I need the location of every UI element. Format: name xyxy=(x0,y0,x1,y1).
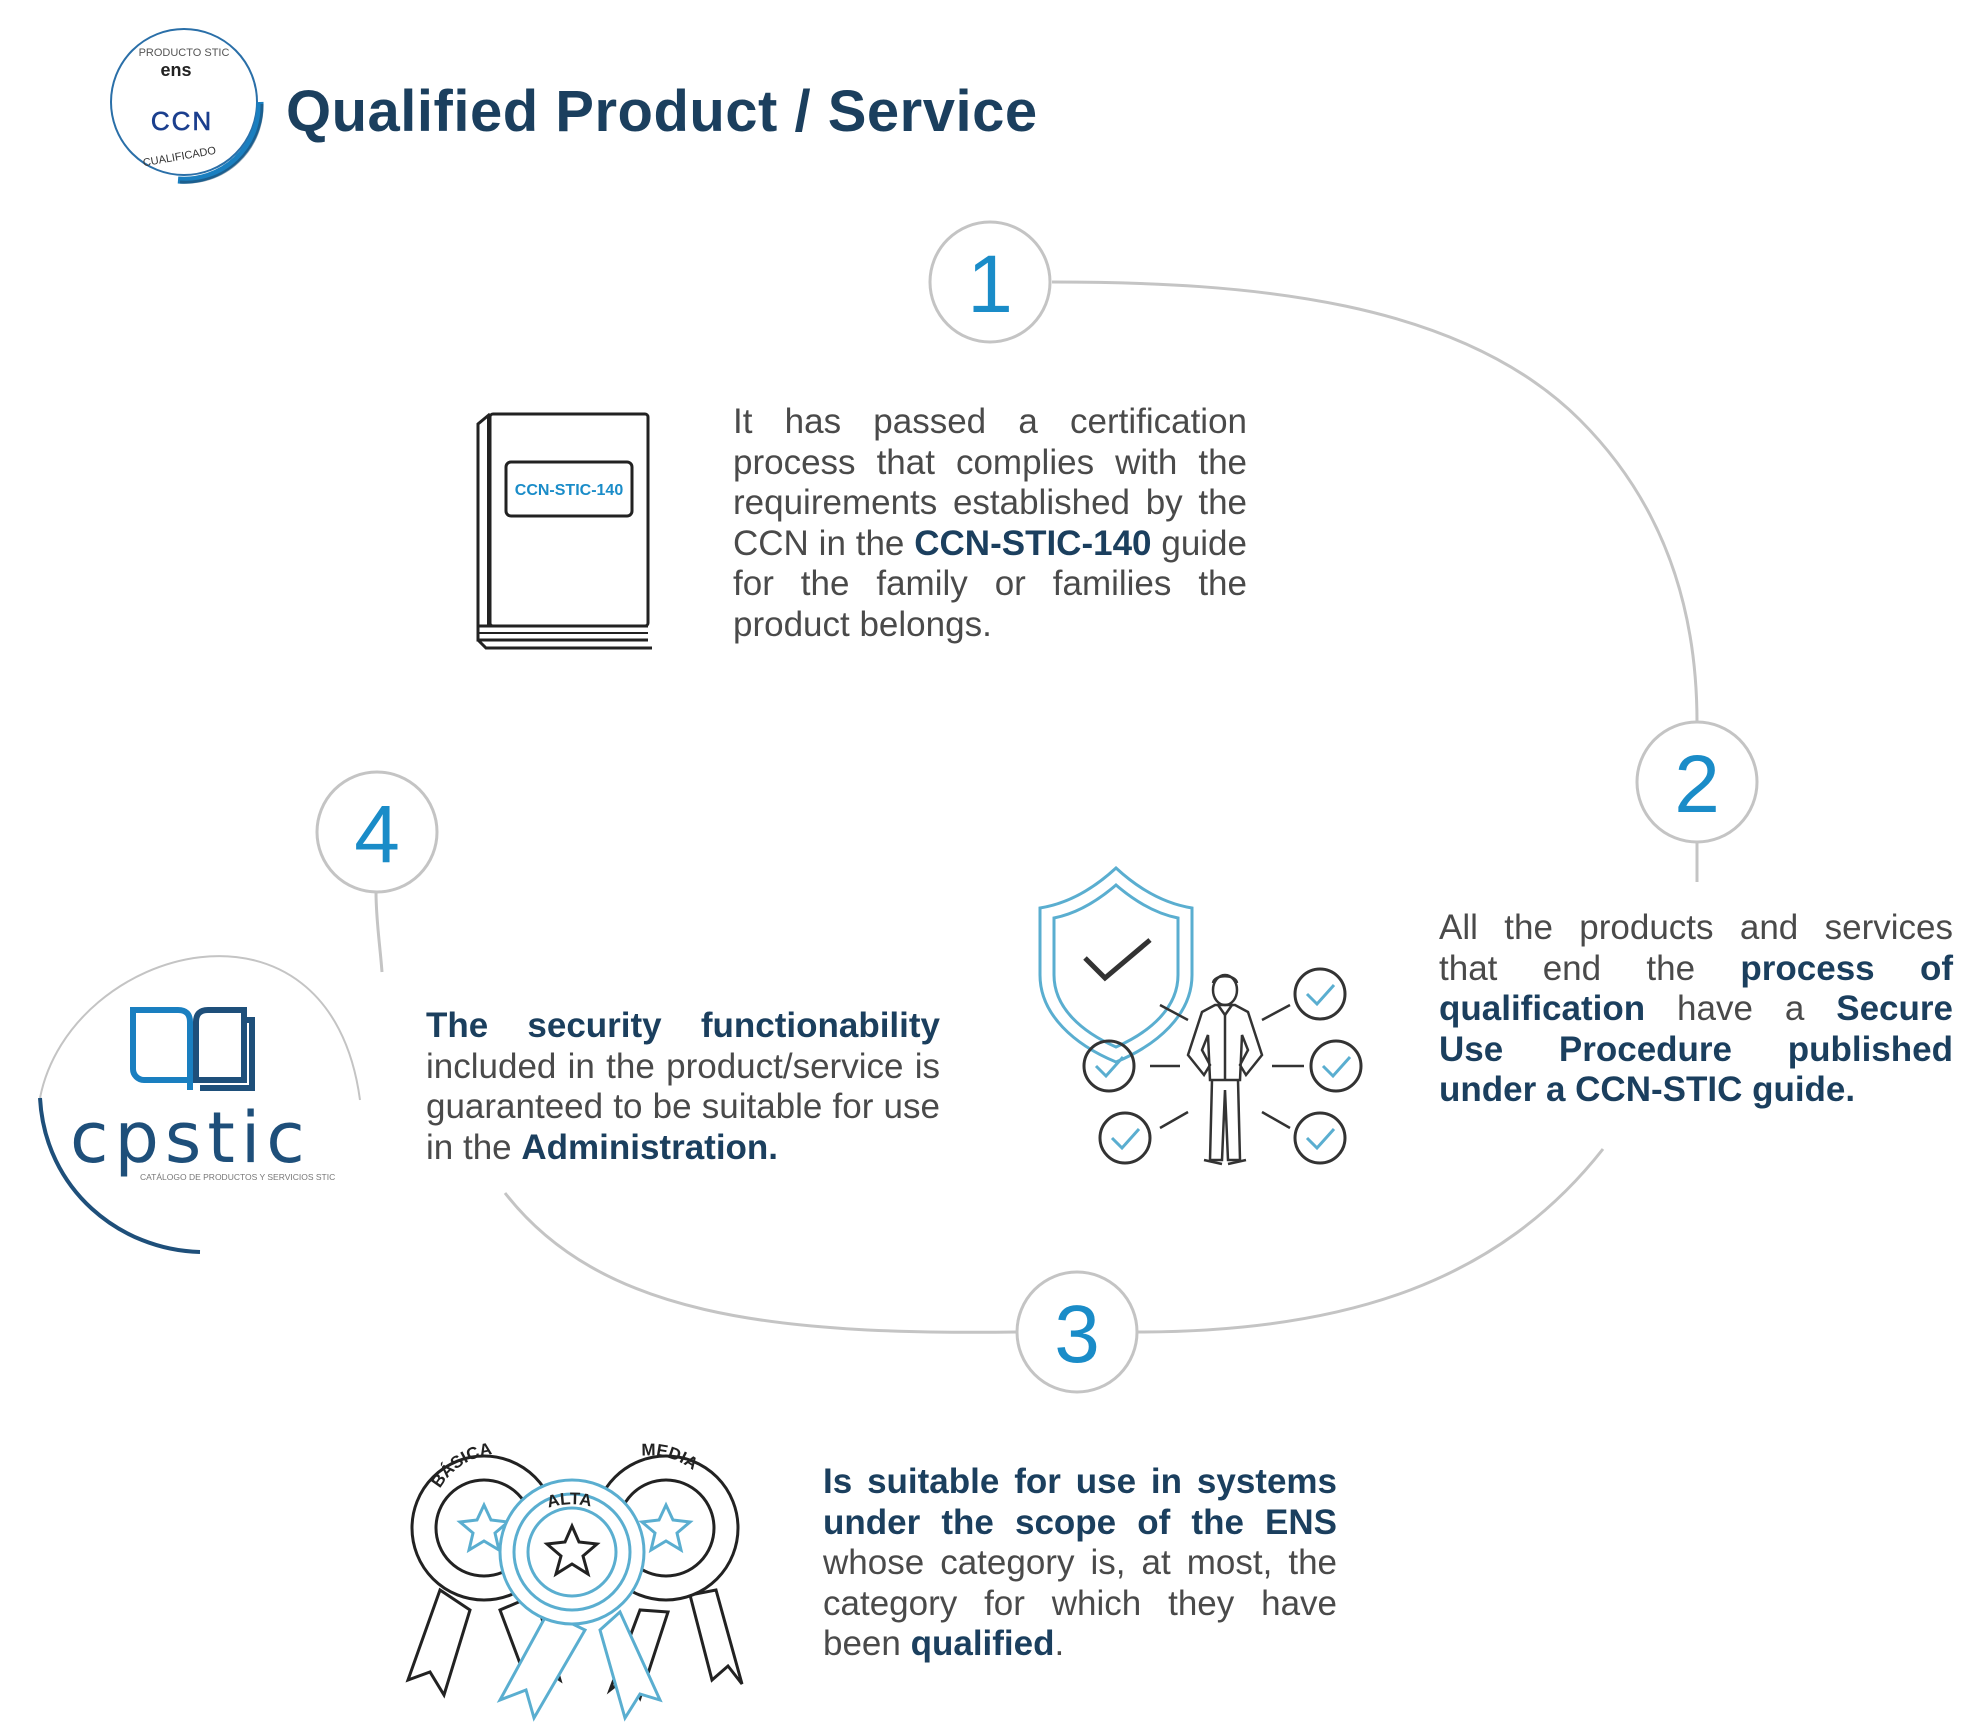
step-circle-2: 2 xyxy=(1635,720,1759,844)
step-1-text: It has passed a certification process th… xyxy=(733,402,1247,645)
badge-ccn-text: CCN xyxy=(151,106,213,136)
emphasis-text: Secure Use Procedure published under a C… xyxy=(1439,989,1953,1109)
step-number-2: 2 xyxy=(1674,739,1720,830)
connector-3-to-4 xyxy=(503,1192,1018,1334)
emphasis-text: qualified xyxy=(910,1624,1055,1663)
connector-1-to-2 xyxy=(1051,280,1699,723)
person-figure xyxy=(1186,973,1264,1166)
emphasis-text: process of qualification xyxy=(1439,948,1954,1029)
cpstic-wordmark: cpstic xyxy=(70,1097,311,1179)
body-text: All the products and services that end t… xyxy=(1439,908,1953,988)
body-text: have a xyxy=(1645,989,1837,1028)
connector-4-stub xyxy=(374,891,384,973)
shield-icon xyxy=(1038,865,1194,1064)
step-3-text: Is suitable for use in systems under the… xyxy=(823,1462,1337,1665)
check-circles xyxy=(1082,967,1363,1165)
cpstic-subtitle: CATÁLOGO DE PRODUCTOS Y SERVICIOS STIC xyxy=(140,1172,335,1182)
step-number-3: 3 xyxy=(1054,1289,1100,1380)
book-label: CCN-STIC-140 xyxy=(515,482,624,499)
step-number-1: 1 xyxy=(967,239,1013,330)
check-icon xyxy=(1293,967,1347,1021)
emphasis-text: Administration. xyxy=(521,1127,779,1167)
cpstic-logo: cpstic CATÁLOGO DE PRODUCTOS Y SERVICIOS… xyxy=(38,955,361,1254)
check-icon xyxy=(1098,1111,1152,1165)
security-person-icon xyxy=(1038,865,1363,1166)
body-text: included in the product/service is guara… xyxy=(426,1046,940,1167)
emphasis-text: The security functionability xyxy=(426,1006,940,1045)
badge-top-text: PRODUCTO STIC xyxy=(139,47,230,59)
open-book-icon xyxy=(130,1007,255,1091)
body-text: whose category is, at most, the category… xyxy=(823,1543,1337,1663)
emphasis-text: Is suitable for use in systems under the… xyxy=(823,1462,1337,1542)
body-text: guide for the family or families the pro… xyxy=(733,523,1247,644)
emphasis-text: CCN-STIC-140 xyxy=(914,523,1152,563)
body-text: It has passed a certification process th… xyxy=(733,402,1247,563)
check-icon xyxy=(1293,1111,1347,1165)
badge-ens-text: ens xyxy=(160,60,191,80)
award-ribbons-icon: BÁSICA MEDIA xyxy=(405,1439,744,1722)
step-circle-1: 1 xyxy=(928,220,1052,344)
step-circle-3: 3 xyxy=(1015,1270,1139,1394)
step-circle-4: 4 xyxy=(315,770,439,894)
step-2-text: All the products and services that end t… xyxy=(1439,908,1953,1111)
book-icon: CCN-STIC-140 xyxy=(476,412,652,650)
check-icon xyxy=(1309,1039,1363,1093)
body-text: . xyxy=(1054,1624,1065,1663)
step-number-4: 4 xyxy=(354,789,400,880)
medal-alta: ALTA xyxy=(496,1478,663,1722)
cycle-connectors xyxy=(374,280,1699,1334)
connector-2-to-3 xyxy=(1136,1148,1605,1334)
step-4-text: The security functionability included in… xyxy=(426,1006,940,1168)
ccn-qualified-badge: PRODUCTO STIC ens CCN CUALIFICADO xyxy=(110,28,264,184)
check-icon xyxy=(1082,1039,1136,1093)
page-title: Qualified Product / Service xyxy=(286,79,1038,144)
connector-dashes xyxy=(1150,1003,1304,1130)
